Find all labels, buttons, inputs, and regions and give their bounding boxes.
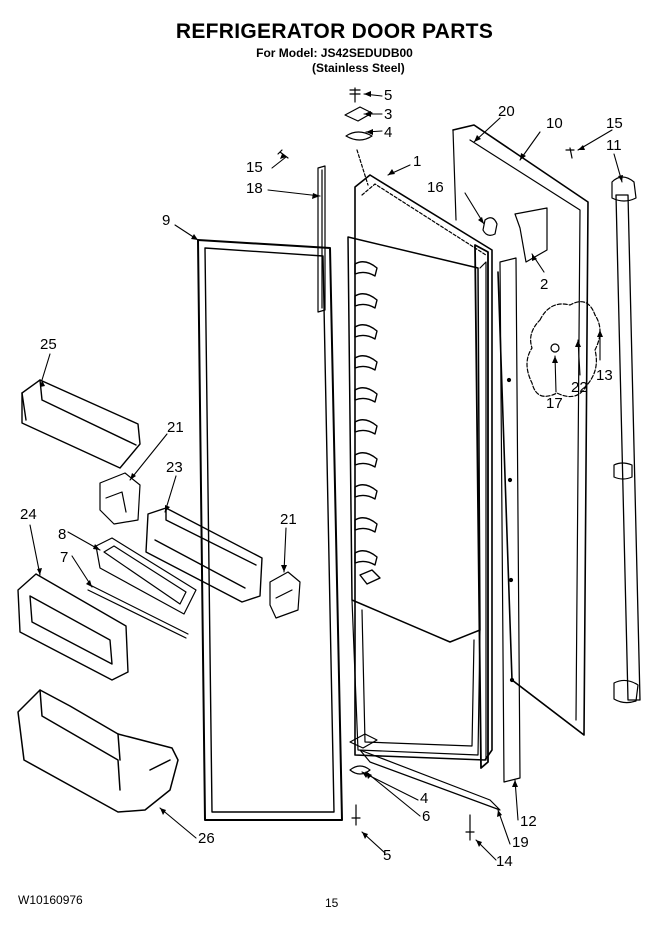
callout-2: 2	[540, 276, 548, 293]
door-outer-frame	[452, 124, 589, 736]
model-line: For Model: JS42SEDUDB00	[256, 46, 413, 60]
callout-12: 12	[520, 813, 537, 830]
callout-26: 26	[198, 830, 215, 847]
callout-16: 16	[427, 179, 444, 196]
callout-14: 14	[496, 853, 513, 870]
handle-mount	[526, 301, 601, 398]
callout-22: 22	[571, 379, 588, 396]
strip-7	[87, 584, 189, 639]
bottom-trim-19	[359, 749, 501, 841]
callout-7: 7	[60, 549, 68, 566]
callout-23: 23	[166, 459, 183, 476]
callout-18: 18	[246, 180, 263, 197]
clip-21-right	[269, 571, 301, 619]
callout-15-left: 15	[246, 159, 263, 176]
callout-13: 13	[596, 367, 613, 384]
callout-4-bottom: 4	[420, 790, 428, 807]
leader-lines	[29, 93, 623, 861]
callout-5-bottom: 5	[383, 847, 391, 864]
callout-20: 20	[498, 103, 515, 120]
callout-17: 17	[546, 395, 563, 412]
bracket-2	[482, 207, 548, 263]
arrowheads	[37, 91, 623, 847]
door-bin-25	[21, 379, 141, 469]
top-hinge	[344, 87, 373, 186]
callout-15-right: 15	[606, 115, 623, 132]
side-strip-12	[499, 257, 521, 783]
page-number: 15	[325, 896, 339, 910]
trim-strip-18	[317, 165, 326, 313]
door-handle	[611, 176, 641, 704]
callout-24: 24	[20, 506, 37, 523]
callout-3: 3	[384, 106, 392, 123]
callout-11: 11	[606, 137, 622, 154]
door-bin-24	[17, 573, 129, 681]
callout-4-top: 4	[384, 124, 392, 141]
refrigerator-door	[347, 174, 493, 769]
document-number: W10160976	[18, 893, 83, 907]
callout-10: 10	[546, 115, 563, 132]
finish-line: (Stainless Steel)	[312, 61, 405, 75]
page-title: REFRIGERATOR DOOR PARTS	[175, 20, 494, 43]
callout-1: 1	[413, 153, 421, 170]
door-bin-26	[17, 689, 179, 813]
callout-9: 9	[162, 212, 170, 229]
callout-21-right: 21	[280, 511, 297, 528]
callout-8: 8	[58, 526, 66, 543]
bottom-hinge	[349, 733, 378, 826]
callout-21-left: 21	[167, 419, 184, 436]
clip-21-left	[99, 472, 141, 525]
callout-19: 19	[512, 834, 529, 851]
callout-6: 6	[422, 808, 430, 825]
trim-8	[95, 537, 197, 615]
door-gasket	[197, 239, 343, 821]
screw-icons	[277, 147, 575, 353]
callout-5-top: 5	[384, 87, 392, 104]
callout-25: 25	[40, 336, 57, 353]
door-shelf-ribs	[354, 261, 381, 585]
door-bin-23	[145, 507, 263, 603]
